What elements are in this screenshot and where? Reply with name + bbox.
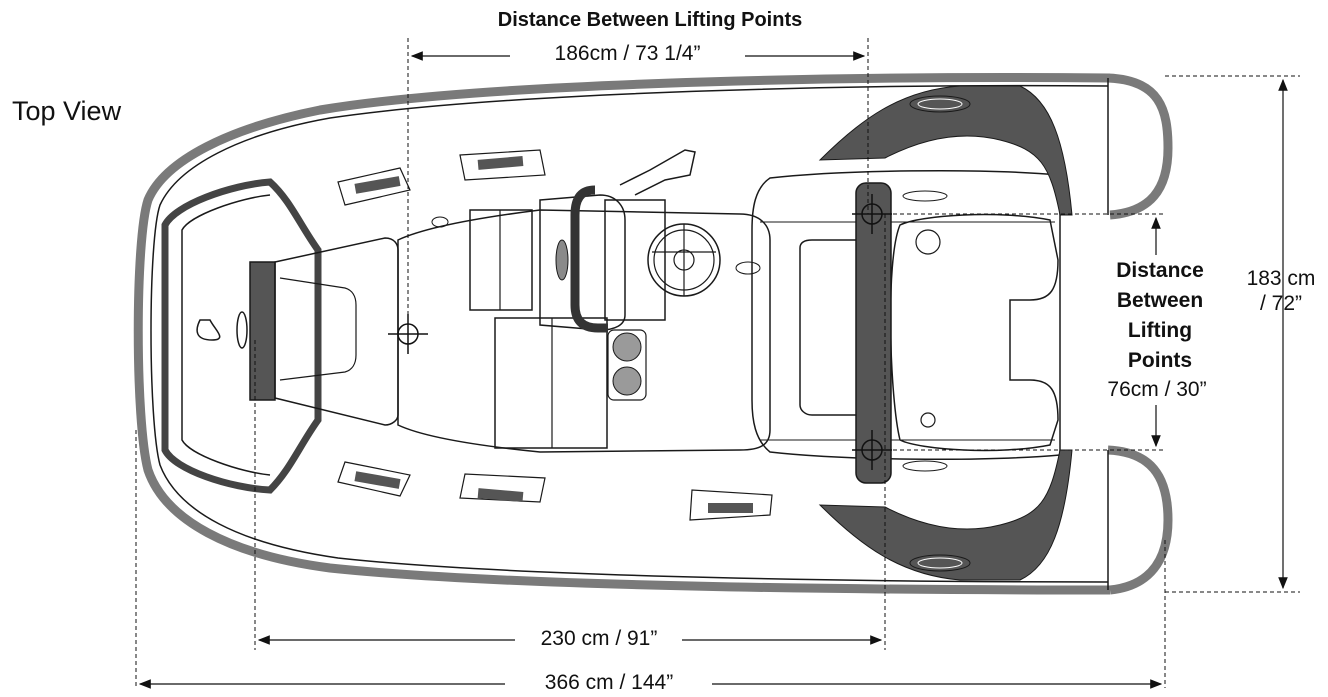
inner-length-label: 230 cm / 91” <box>540 627 658 650</box>
inner-hull <box>150 84 1109 583</box>
side-lifting-line1: Distance <box>1116 259 1204 282</box>
console-body <box>397 209 771 453</box>
side-lifting-line2: Between <box>1116 289 1204 312</box>
tube-end-top <box>1107 73 1173 220</box>
bow-locker <box>161 178 322 494</box>
extension-lines <box>135 38 1300 688</box>
top-dimension-title: Distance Between Lifting Points <box>497 9 803 31</box>
aft-panel-top <box>818 85 1073 216</box>
view-label: Top View <box>12 96 122 126</box>
outer-tube <box>133 73 1111 595</box>
transom-bar <box>855 182 892 484</box>
helm-console <box>539 194 626 331</box>
width-line2: / 72” <box>1259 292 1303 315</box>
tube-end-bottom <box>1107 445 1173 595</box>
deck-panel <box>274 237 399 426</box>
front-seat-bar <box>249 261 276 401</box>
aft-deck <box>751 169 1061 461</box>
side-lifting-line4: Points <box>1127 349 1193 372</box>
top-dimension-value: 186cm / 73 1/4” <box>554 42 701 65</box>
width-line1: 183 cm <box>1246 267 1316 290</box>
side-lifting-value: 76cm / 30” <box>1107 378 1207 401</box>
side-lifting-line3: Lifting <box>1127 319 1193 342</box>
overall-length-label: 366 cm / 144” <box>544 671 674 694</box>
seat-pads <box>337 149 773 521</box>
